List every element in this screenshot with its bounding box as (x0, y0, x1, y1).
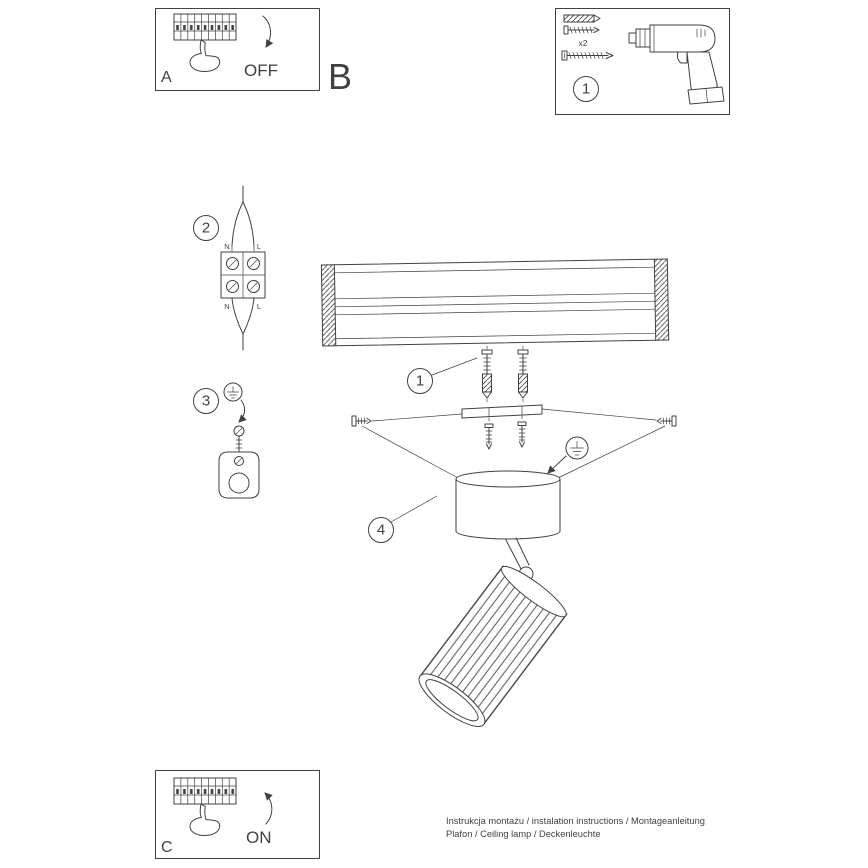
wall-plug-icon (563, 14, 601, 23)
main-assembly: 1 4 (320, 258, 677, 727)
on-label: ON (246, 828, 272, 847)
canopy-drawing (455, 470, 561, 582)
plate-screw-icon (484, 423, 494, 450)
long-screw-icon (561, 50, 614, 61)
step-2-number: 2 (202, 220, 210, 237)
step-anchors-number: 1 (416, 373, 424, 390)
terminal-l-bottom-label: L (257, 302, 261, 311)
power-on-panel: ON C (155, 770, 320, 859)
side-screw-icon (656, 415, 677, 427)
ground-arrow-icon (238, 399, 247, 423)
section-b-label: B (328, 56, 352, 97)
power-off-panel: OFF A (155, 8, 320, 91)
plate-screw-guide-lines (488, 415, 523, 424)
toggle-off-arrow-icon (262, 15, 274, 48)
ground-symbol-icon (565, 436, 589, 460)
short-screw-icon (563, 25, 600, 35)
ground-screw-drawing (233, 425, 245, 453)
power-wire-drawing (231, 185, 255, 351)
step-anchors-leader-line (431, 357, 478, 376)
ground-clamp-drawing (218, 451, 260, 499)
canopy-projection-lines (361, 425, 666, 479)
lamp-head-drawing (418, 565, 568, 727)
ground-symbol-small-icon (223, 382, 243, 402)
mounting-plate-drawing (461, 404, 543, 419)
panel-c-label: C (161, 839, 173, 856)
plate-projection-lines (371, 408, 657, 422)
step-canopy-leader-line (390, 495, 438, 523)
wall-anchor-icon (517, 349, 529, 399)
footer-line-1: Instrukcja montażu / instalation instruc… (446, 816, 705, 826)
terminal-n-top-label: N (224, 242, 229, 251)
plate-screw-icon (517, 421, 527, 448)
terminal-block-drawing (220, 251, 266, 299)
mounting-bracket-drawing (320, 258, 670, 347)
drill-icon (628, 24, 725, 105)
step-canopy-number: 4 (377, 522, 385, 539)
footer-line-2: Plafon / Ceiling lamp / Deckenleuchte (446, 829, 601, 839)
wall-anchor-icon (481, 349, 493, 399)
ground-point-arrow-icon (547, 455, 567, 474)
anchor-guide-lines (486, 345, 524, 406)
screw-quantity-label: x2 (579, 38, 588, 48)
side-screw-icon (351, 415, 372, 427)
wiring-step: 2 N L N L (193, 185, 266, 351)
tools-panel: x2 1 (555, 8, 730, 115)
step-3-number: 3 (202, 393, 210, 410)
step-1-number: 1 (582, 81, 590, 98)
terminal-n-bottom-label: N (224, 302, 229, 311)
terminal-l-top-label: L (257, 242, 261, 251)
toggle-on-arrow-icon (264, 792, 273, 825)
off-label: OFF (244, 61, 278, 80)
footer: Instrukcja montażu / instalation instruc… (446, 816, 705, 839)
panel-a-label: A (161, 69, 172, 86)
grounding-step: 3 (193, 382, 260, 499)
